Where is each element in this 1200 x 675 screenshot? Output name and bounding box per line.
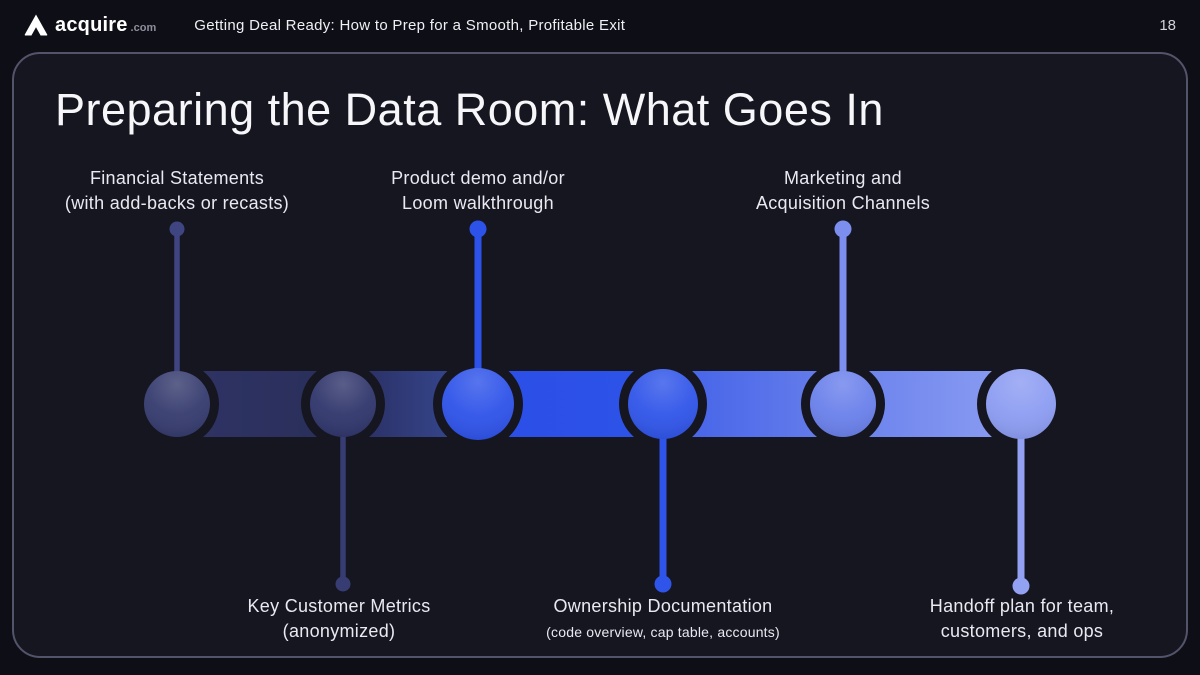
page-number: 18: [1159, 16, 1176, 34]
node-4-highlight: [628, 369, 698, 439]
timeline-stems: [169, 220, 1030, 595]
stem-ball-node-2: [335, 576, 351, 592]
label-line-1: Handoff plan for team,: [929, 596, 1115, 616]
timeline-nodes: [144, 368, 1056, 440]
connector-3-4: [508, 371, 634, 437]
timeline-connectors: [203, 371, 992, 437]
label-line-2: Loom walkthrough: [402, 193, 554, 213]
label-financial-statements: Financial Statements (with add-backs or …: [65, 166, 289, 216]
topbar: acquire .com Getting Deal Ready: How to …: [0, 0, 1200, 50]
stem-ball-node-1: [169, 221, 185, 237]
label-line-2: (anonymized): [282, 621, 396, 641]
label-line-1: Key Customer Metrics: [247, 596, 431, 616]
label-line-1: Ownership Documentation: [553, 596, 773, 616]
label-line-1: Product demo and/or: [391, 168, 565, 188]
label-product-demo: Product demo and/or Loom walkthrough: [391, 166, 565, 216]
label-line-1: Marketing and: [784, 168, 902, 188]
label-line-2: customers, and ops: [940, 621, 1104, 641]
stem-ball-node-4: [654, 575, 672, 593]
stem-ball-node-3: [469, 220, 487, 238]
label-line-2: Acquisition Channels: [755, 193, 931, 213]
label-line-2: (code overview, cap table, accounts): [546, 624, 780, 640]
node-6-highlight: [986, 369, 1056, 439]
stem-ball-node-5: [834, 220, 852, 238]
label-ownership-documentation: Ownership Documentation (code overview, …: [546, 594, 780, 645]
label-line-1: Financial Statements: [89, 168, 265, 188]
brand-logo: acquire .com: [24, 14, 156, 37]
connector-2-3: [369, 371, 448, 437]
stem-ball-node-6: [1012, 577, 1030, 595]
connector-5-6: [869, 371, 992, 437]
node-1-highlight: [144, 371, 210, 437]
label-line-2: (with add-backs or recasts): [64, 193, 290, 213]
label-key-customer-metrics: Key Customer Metrics (anonymized): [247, 594, 430, 644]
connector-1-2: [203, 371, 317, 437]
label-marketing-channels: Marketing and Acquisition Channels: [756, 166, 930, 216]
acquire-logo-icon: [24, 14, 48, 36]
node-2-highlight: [310, 371, 376, 437]
slide-canvas: [12, 52, 1188, 658]
connector-4-5: [692, 371, 817, 437]
brand-name: acquire: [55, 13, 128, 36]
label-handoff-plan: Handoff plan for team, customers, and op…: [930, 594, 1114, 644]
node-3-highlight: [442, 368, 514, 440]
node-5-highlight: [810, 371, 876, 437]
slide-title: Preparing the Data Room: What Goes In: [55, 84, 884, 135]
brand-tld: .com: [130, 21, 157, 34]
deck-title: Getting Deal Ready: How to Prep for a Sm…: [194, 16, 626, 34]
